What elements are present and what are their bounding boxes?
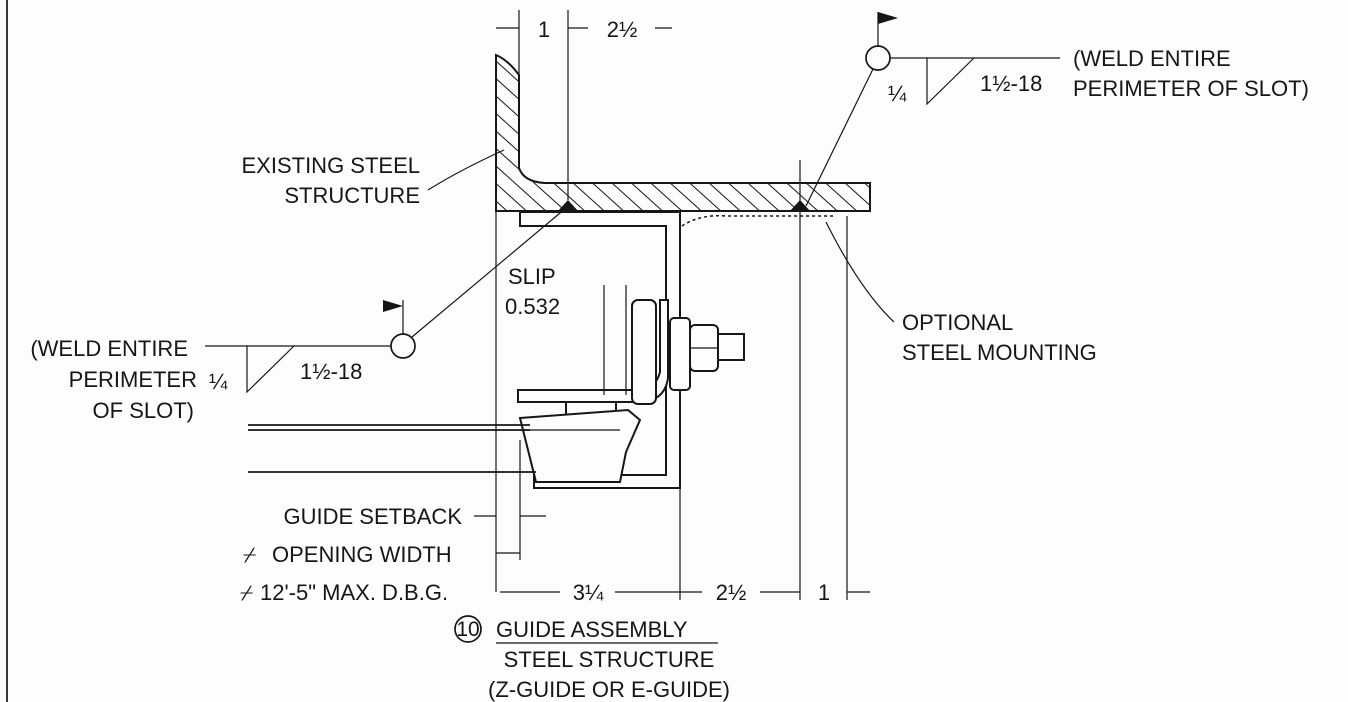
weld-note-left-2: PERIMETER: [69, 367, 197, 392]
weld-fillet-left-icon: [246, 345, 295, 394]
weld-spec-right: 1½-18: [980, 71, 1042, 96]
existing-steel-angle: [495, 53, 871, 212]
max-dbg-tick: ⌿: [240, 580, 253, 605]
weld-note-left-1: (WELD ENTIRE: [30, 336, 188, 361]
opening-width-tick: ⌿: [243, 542, 256, 567]
weld-flag-left-icon: [383, 300, 403, 312]
weld-note-right-1: (WELD ENTIRE: [1073, 46, 1231, 71]
bolt-shank: [717, 333, 745, 361]
door-panel-edge: [518, 408, 642, 483]
weld-leader-left: [411, 207, 567, 338]
weld-mark-left: [557, 200, 579, 212]
detail-number: 10: [456, 618, 479, 641]
optional-steel-mounting: [681, 214, 835, 227]
existing-structure-line-2: STRUCTURE: [284, 183, 420, 208]
dim-top-offset: 2½: [607, 17, 638, 42]
optional-mounting-line-2: STEEL MOUNTING: [902, 340, 1097, 365]
weld-fillet-right-icon: [926, 57, 975, 106]
bolt-plate: [669, 317, 691, 391]
dim-bottom-offset: 2½: [716, 580, 747, 605]
dim-bottom-flange: 1: [818, 580, 830, 605]
dim-top-flange: 1: [538, 17, 550, 42]
weld-field-circle-left-icon: [390, 333, 416, 359]
opening-width-label: OPENING WIDTH: [272, 542, 452, 567]
slip-label: SLIP: [508, 264, 556, 289]
caption-title: GUIDE ASSEMBLY: [496, 617, 688, 642]
weld-field-circle-right-icon: [865, 45, 891, 71]
existing-structure-leader: [427, 149, 505, 191]
detail-number-circle-icon: [454, 615, 482, 643]
weld-note-right-2: PERIMETER OF SLOT): [1073, 76, 1309, 101]
weld-size-left: ¼: [209, 369, 228, 394]
max-dbg-label: 12'-5" MAX. D.B.G.: [260, 580, 448, 605]
caption-subtitle-1: STEEL STRUCTURE: [504, 647, 715, 672]
weld-leader-right: [805, 68, 874, 207]
weld-size-right: ¼: [888, 81, 907, 106]
weld-flag-right-icon: [878, 12, 898, 24]
bolt-washer: [631, 299, 657, 405]
dim-bottom-width: 3¼: [573, 580, 604, 605]
optional-mounting-line-1: OPTIONAL: [902, 310, 1013, 335]
guide-setback-label: GUIDE SETBACK: [284, 504, 463, 529]
existing-structure-line-1: EXISTING STEEL: [242, 153, 421, 178]
optional-mounting-leader: [825, 221, 895, 323]
caption-subtitle-2: (Z-GUIDE OR E-GUIDE): [488, 677, 730, 702]
weld-note-left-3: OF SLOT): [93, 398, 194, 423]
weld-spec-left: 1½-18: [300, 359, 362, 384]
slip-value: 0.532: [505, 294, 560, 319]
